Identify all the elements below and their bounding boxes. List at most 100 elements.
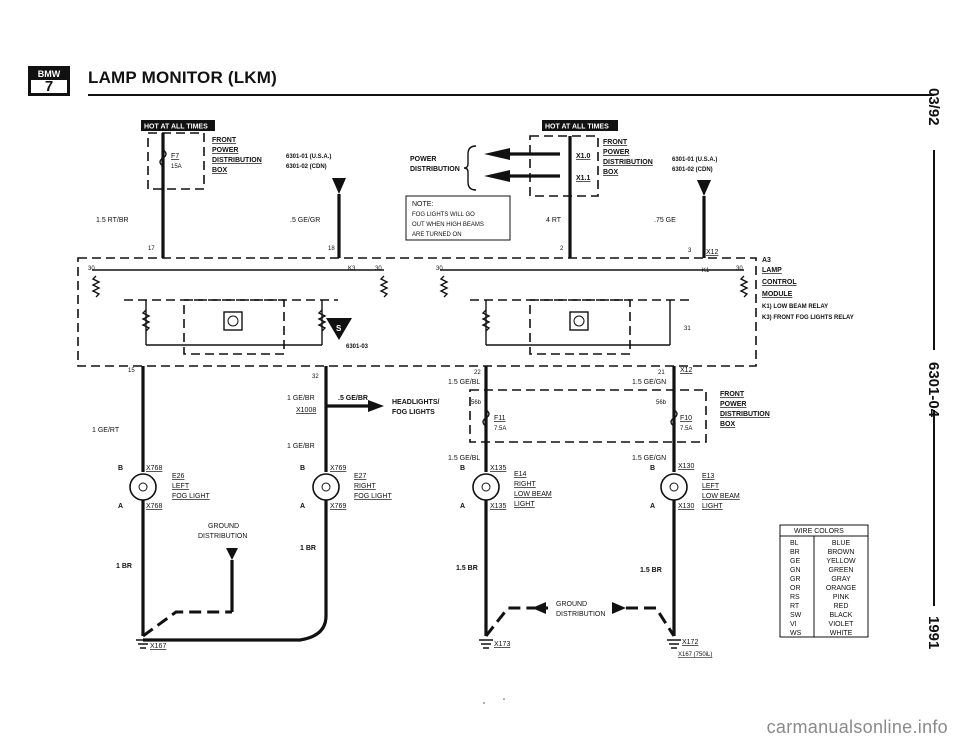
wire-label-rt-br: 1.5 RT/BR	[96, 217, 129, 224]
fuse-f10-amp: 7.5A	[680, 426, 692, 432]
scan-speck	[483, 702, 485, 704]
coil-k3-a	[141, 309, 151, 332]
hot-badge-right: HOT AT ALL TIMES	[542, 120, 618, 131]
svg-text:FOG LIGHT: FOG LIGHT	[354, 493, 392, 500]
wire-color-code: BR	[790, 549, 800, 556]
page-title: LAMP MONITOR (LKM)	[88, 68, 278, 87]
ground-dist-left-1: GROUND	[208, 523, 239, 530]
wire-color-code: SW	[790, 612, 802, 619]
watermark: carmanualsonline.info	[766, 717, 948, 737]
side-rule-lower	[933, 410, 935, 606]
box-left-line3: DISTRIBUTION	[212, 157, 262, 164]
box-left-line1: FRONT	[212, 137, 237, 144]
wire-color-name: YELLOW	[826, 558, 856, 565]
k3-coil-left	[91, 275, 101, 298]
svg-text:X769: X769	[330, 503, 346, 510]
wire-label-ge-rt: 1 GE/RT	[92, 427, 120, 434]
ref-s-arrow	[326, 318, 352, 340]
fuse-f11-amp: 7.5A	[494, 426, 506, 432]
box-mid-line3: DISTRIBUTION	[720, 411, 770, 418]
wire-label-4rt: 4 RT	[546, 217, 562, 224]
wire-color-name: BLUE	[832, 540, 851, 547]
wire-color-code: GR	[790, 576, 801, 583]
wire-colors-table: WIRE COLORS	[779, 524, 869, 638]
svg-text:LOW BEAM: LOW BEAM	[702, 493, 740, 500]
svg-text:RIGHT: RIGHT	[354, 483, 377, 490]
wire-label-ge-gr: .5 GE/GR	[290, 217, 320, 224]
svg-text:B: B	[650, 465, 655, 472]
pin-3: 3	[688, 248, 692, 254]
k1-coil-left	[439, 275, 449, 298]
svg-text:B: B	[118, 465, 123, 472]
svg-text:LOW BEAM: LOW BEAM	[514, 491, 552, 498]
k1-label: K1	[702, 268, 710, 274]
conn-x167-750il: X167 (750iL)	[678, 652, 712, 658]
wire-color-name: GRAY	[831, 576, 851, 583]
chip-icon-left	[223, 311, 243, 331]
ground-x173-symbol	[479, 639, 493, 649]
box-right-line3: DISTRIBUTION	[603, 159, 653, 166]
wire-color-code: VI	[790, 621, 797, 628]
svg-text:LEFT: LEFT	[702, 483, 720, 490]
k3-t30-left: 30	[88, 266, 95, 272]
box-mid-line2: POWER	[720, 401, 746, 408]
svg-text:A: A	[650, 503, 655, 510]
conn-x173: X173	[494, 641, 510, 648]
svg-text:A: A	[460, 503, 465, 510]
note-title: NOTE:	[412, 201, 433, 208]
conn-x1008: X1008	[296, 407, 316, 414]
conn-x11: X1.1	[576, 175, 591, 182]
fuse-f7-amp: 15A	[171, 164, 182, 170]
ground-dist-right-line-a	[484, 606, 548, 637]
svg-text:A: A	[118, 503, 123, 510]
module-relay-k3: K3) FRONT FOG LIGHTS RELAY	[762, 315, 854, 321]
scan-speck	[503, 698, 505, 700]
ref-left-cdn: 6301-02 (CDN)	[286, 164, 327, 170]
svg-text:E26: E26	[172, 473, 185, 480]
wire-color-code: GN	[790, 567, 801, 574]
svg-text:LIGHT: LIGHT	[514, 501, 535, 508]
ground-dist-left-2: DISTRIBUTION	[198, 533, 247, 540]
box-mid-line4: BOX	[720, 421, 736, 428]
pin-21: 21	[658, 370, 665, 376]
fuse-f7-label: F7	[171, 153, 179, 160]
fuse-box-mid	[469, 389, 707, 443]
lamp-e13: B X130 A X130 E13 LEFT LOW BEAM LIGHT	[650, 463, 740, 510]
svg-text:LIGHT: LIGHT	[702, 503, 723, 510]
module-name-3: MODULE	[762, 291, 793, 298]
ref-arrow-right	[697, 180, 711, 196]
wire-label-ge-bl-2: 1.5 GE/BL	[448, 455, 480, 462]
ref-s-letter: S	[336, 324, 342, 333]
wire-label-br-4: 1.5 BR	[640, 567, 662, 574]
wire-label-ge-br-1: 1 GE/BR	[287, 395, 315, 402]
coil-k1-a	[481, 309, 491, 332]
box-left-line2: POWER	[212, 147, 238, 154]
box-right-line1: FRONT	[603, 139, 628, 146]
ground-dist-right-arrow-b	[612, 602, 626, 614]
side-rule-upper	[933, 150, 935, 350]
wire-label-75ge: .75 GE	[654, 217, 676, 224]
svg-text:X768: X768	[146, 503, 162, 510]
ground-x172-symbol	[667, 639, 681, 649]
hot-badge-left: HOT AT ALL TIMES	[141, 120, 215, 131]
ref-right-cdn: 6301-02 (CDN)	[672, 167, 713, 173]
headlights-line2: FOG LIGHTS	[392, 409, 435, 416]
chip-box-right	[529, 299, 631, 355]
ground-x167-symbol	[136, 639, 150, 649]
headlights-arrow	[368, 400, 384, 412]
lamp-e14: B X135 A X135 E14 RIGHT LOW BEAM LIGHT	[460, 465, 552, 510]
wire-label-ge-br-2: 1 GE/BR	[287, 443, 315, 450]
wire-label-br-2: 1 BR	[300, 545, 316, 552]
svg-text:X130: X130	[678, 503, 694, 510]
conn-x12-top: X12	[706, 249, 719, 256]
pin-22: 22	[474, 370, 481, 376]
headlights-line1: HEADLIGHTS/	[392, 399, 440, 406]
ref-right-usa: 6301-01 (U.S.A.)	[672, 157, 717, 163]
wire-color-name: WHITE	[830, 630, 853, 637]
svg-text:B: B	[300, 465, 305, 472]
svg-text:X135: X135	[490, 503, 506, 510]
fuse-f7-symbol	[159, 149, 167, 167]
k1-t30-left: 30	[436, 266, 443, 272]
wire-color-name: VIOLET	[829, 621, 855, 628]
